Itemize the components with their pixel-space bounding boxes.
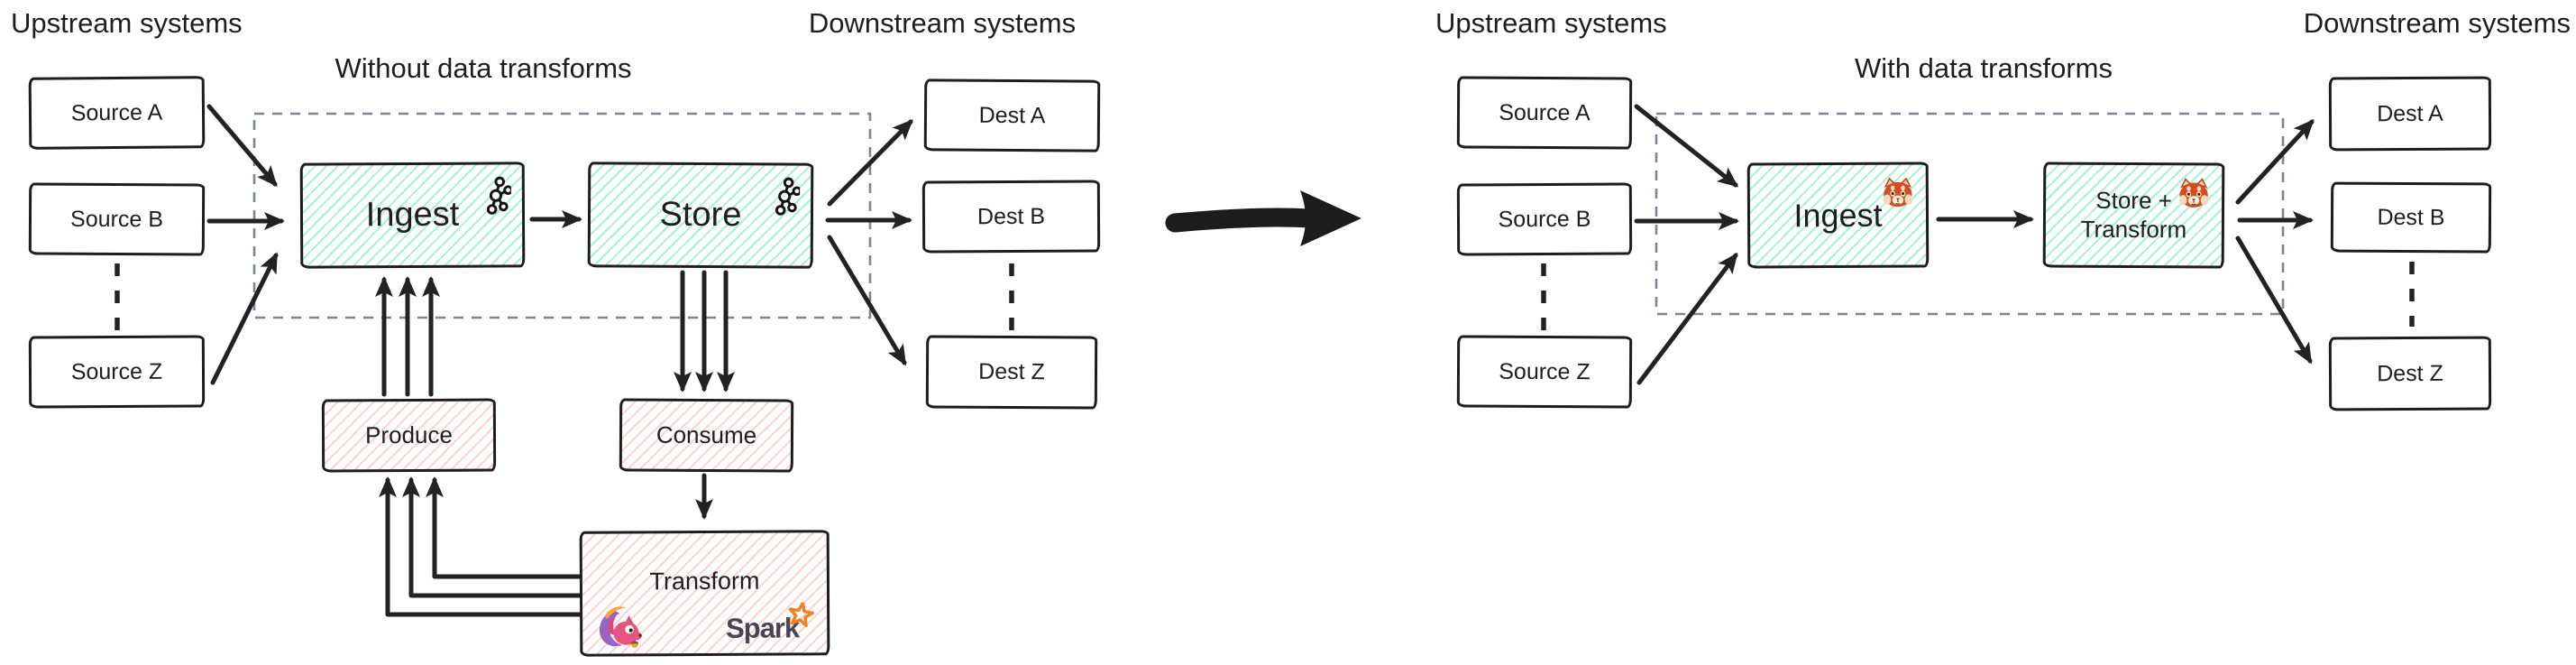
ingest-label-right: Ingest (1793, 196, 1883, 234)
store-box-left: Store (587, 162, 814, 269)
transform-label: Transform (649, 567, 760, 596)
ingest-box-right: Ingest (1746, 162, 1930, 269)
dest-a-box-left: Dest A (923, 79, 1101, 152)
diagram-title-left: Without data transforms (335, 52, 632, 84)
arrow-source-z-to-ingest-right (1636, 252, 1738, 385)
arrow-source-a-to-ingest-left (206, 104, 278, 188)
transform-box: Transform Spark (579, 530, 830, 657)
dest-z-label-right: Dest Z (2377, 360, 2443, 386)
source-a-box-right: Source A (1456, 76, 1633, 150)
upstream-systems-label-left: Upstream systems (11, 7, 243, 39)
dest-b-box-right: Dest B (2330, 181, 2492, 254)
upstream-systems-label-right: Upstream systems (1435, 7, 1667, 39)
source-b-label-left: Source B (70, 206, 163, 232)
dest-a-box-right: Dest A (2328, 76, 2492, 152)
store-transform-line1: Store + (2095, 186, 2172, 215)
source-z-label-left: Source Z (70, 358, 163, 384)
arrows-right-diagram (1634, 104, 2315, 385)
source-b-box-right: Source B (1456, 182, 1633, 256)
flink-squirrel-icon (599, 606, 642, 648)
store-transform-line2: Transform (2080, 215, 2187, 243)
store-label-left: Store (659, 195, 742, 235)
pipeline-dashed-container-right (1655, 112, 2285, 316)
arrow-store-transform-to-dest-a (2235, 119, 2315, 205)
kafka-icon (486, 176, 512, 215)
dest-b-label-right: Dest B (2377, 204, 2445, 230)
consume-box: Consume (619, 398, 794, 473)
source-b-label-right: Source B (1498, 206, 1591, 232)
spark-star-icon (788, 601, 814, 628)
arrow-transform-to-produce-2 (402, 476, 584, 598)
source-z-box-right: Source Z (1456, 335, 1633, 409)
downstream-systems-label-left: Downstream systems (808, 7, 1077, 39)
downstream-systems-label-right: Downstream systems (2303, 7, 2571, 39)
dest-z-box-right: Dest Z (2328, 336, 2492, 411)
arrow-source-a-to-ingest-right (1634, 104, 1739, 188)
consume-label: Consume (655, 420, 757, 449)
dest-b-box-left: Dest B (921, 180, 1101, 254)
redpanda-icon (1883, 177, 1913, 208)
ingest-label-left: Ingest (365, 195, 460, 235)
source-a-box-left: Source A (28, 76, 206, 150)
dest-b-label-left: Dest B (976, 203, 1046, 229)
diagram-title-right: With data transforms (1855, 52, 2113, 84)
arrow-source-z-to-ingest-left (210, 252, 279, 385)
redpanda-icon (2178, 178, 2209, 208)
arrows-left-diagram (206, 104, 913, 617)
source-z-box-left: Source Z (28, 335, 206, 409)
dest-a-label-left: Dest A (978, 102, 1046, 128)
kafka-icon (775, 177, 801, 216)
pipeline-dashed-container-left (252, 112, 872, 319)
source-a-label-right: Source A (1499, 99, 1591, 125)
arrow-store-to-dest-z-left (827, 235, 907, 366)
store-transform-label: Store + Transform (2081, 186, 2187, 244)
spark-logo: Spark (726, 601, 814, 644)
bold-right-arrow-icon (1165, 190, 1361, 246)
source-z-label-right: Source Z (1499, 358, 1591, 384)
source-b-box-left: Source B (28, 182, 206, 256)
arrow-transform-to-produce-3 (426, 476, 584, 579)
arrow-store-to-dest-a-left (827, 119, 913, 207)
ingest-box-left: Ingest (299, 162, 526, 269)
produce-label: Produce (364, 420, 453, 449)
dest-z-label-left: Dest Z (978, 358, 1045, 385)
arrow-store-transform-to-dest-z (2235, 236, 2313, 365)
produce-box: Produce (321, 398, 497, 473)
source-a-label-left: Source A (70, 99, 163, 125)
dest-z-box-left: Dest Z (925, 335, 1098, 410)
arrow-transform-to-produce-1 (379, 476, 584, 617)
ellipsis-connectors (115, 262, 2415, 330)
dest-a-label-right: Dest A (2377, 100, 2443, 126)
store-transform-box: Store + Transform (2042, 162, 2225, 269)
